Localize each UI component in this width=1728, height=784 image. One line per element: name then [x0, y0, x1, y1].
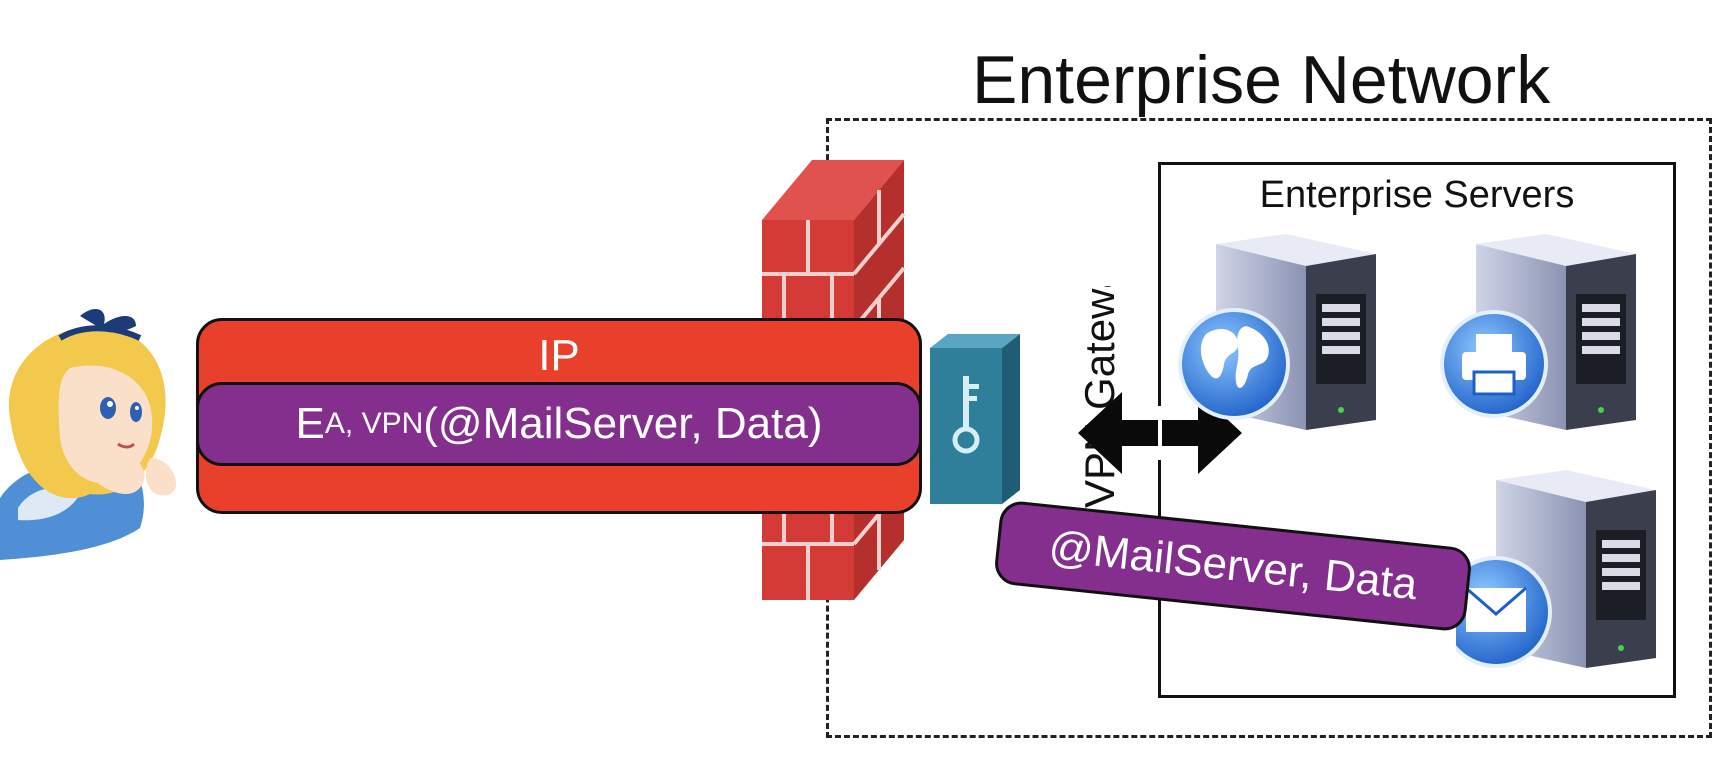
enterprise-network-title: Enterprise Network	[972, 42, 1551, 118]
encrypted-payload-prefix: E	[295, 399, 325, 448]
print-server-icon	[1440, 234, 1636, 430]
alice-character-image	[0, 309, 176, 560]
ip-packet-label: IP	[538, 331, 580, 380]
web-server-icon	[1178, 234, 1376, 430]
encrypted-payload-content: (@MailServer, Data)	[423, 399, 823, 448]
encrypted-payload-key-subscript: A, VPN	[324, 407, 424, 440]
bidirectional-arrow-icon	[1078, 392, 1242, 474]
enterprise-servers-title: Enterprise Servers	[1259, 174, 1575, 216]
mail-server-icon	[1456, 470, 1656, 668]
vpn-gateway-icon	[930, 334, 1020, 504]
